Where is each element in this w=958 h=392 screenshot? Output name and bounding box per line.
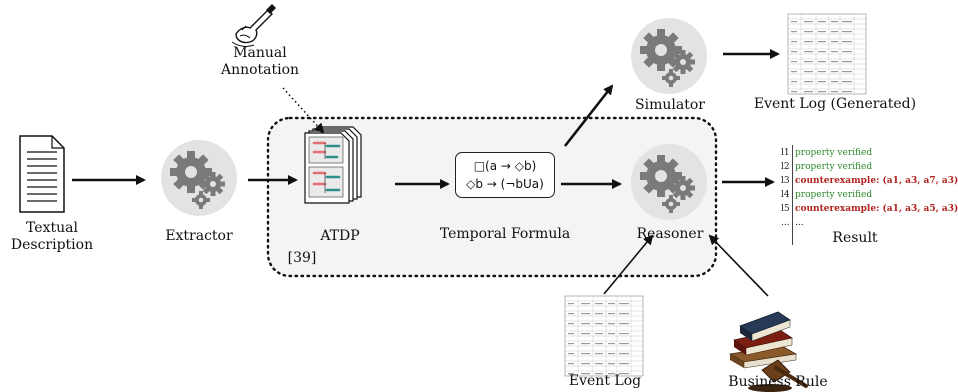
dotted-annotation-arrow: [282, 87, 325, 134]
arrow-formula-to-simulator: [563, 84, 614, 147]
formula-line-2: ◇b → (¬bUa): [466, 177, 544, 191]
result-text: counterexample: (a1, a3, a5, a3): [795, 204, 958, 214]
event-log-generated-label: Event Log (Generated): [753, 96, 917, 112]
reasoner-gear-icon: [631, 144, 707, 220]
textual-description-label: Textual Description: [10, 220, 94, 253]
arrow-rule-to-reasoner: [708, 234, 769, 297]
trace-id: l4: [781, 190, 790, 200]
simulator-gear-icon: [631, 18, 707, 94]
atdp-label: ATDP: [320, 228, 360, 244]
formula-line-1: □(a → ◇b): [473, 159, 537, 173]
atdp-document-icon: [304, 126, 362, 204]
result-text: counterexample: (a1, a3, a7, a3): [795, 176, 958, 186]
result-row: ... ...: [781, 216, 958, 230]
manual-annotation-label: Manual Annotation: [220, 45, 300, 78]
simulator-label: Simulator: [635, 97, 705, 113]
result-row: l2 property verified: [781, 160, 958, 174]
flow-arrows: [72, 49, 780, 189]
generated-event-log-table: [787, 13, 867, 95]
citation-label: [39]: [287, 250, 317, 266]
result-list: l1 property verified l2 property verifie…: [781, 146, 958, 230]
result-text: property verified: [795, 148, 873, 158]
document-icon: [19, 135, 65, 213]
result-row: l5 counterexample: (a1, a3, a5, a3): [781, 202, 958, 216]
trace-id: l3: [781, 176, 790, 186]
hand-pen-icon: [231, 4, 276, 47]
result-label: Result: [832, 230, 878, 246]
temporal-formula-label: Temporal Formula: [439, 226, 571, 242]
trace-id: ...: [781, 218, 790, 228]
trace-id: l5: [781, 204, 790, 214]
result-row: l4 property verified: [781, 188, 958, 202]
result-row: l1 property verified: [781, 146, 958, 160]
extractor-gear-icon: [161, 140, 237, 216]
business-rule-label: Business Rule: [728, 374, 828, 390]
temporal-formula-box: □(a → ◇b) ◇b → (¬bUa): [455, 152, 555, 198]
result-row: l3 counterexample: (a1, a3, a7, a3): [781, 174, 958, 188]
extractor-label: Extractor: [165, 228, 233, 244]
result-text: property verified: [795, 162, 873, 172]
trace-id: l1: [781, 148, 790, 158]
event-log-table: [564, 295, 644, 377]
books-gavel-icon: [728, 311, 808, 392]
result-text: property verified: [795, 190, 873, 200]
trace-id: l2: [781, 162, 790, 172]
result-divider: [792, 145, 793, 245]
result-text: ...: [795, 218, 804, 228]
event-log-label: Event Log: [568, 373, 642, 389]
reasoner-label: Reasoner: [636, 226, 704, 242]
arrow-eventlog-to-reasoner: [603, 234, 654, 295]
